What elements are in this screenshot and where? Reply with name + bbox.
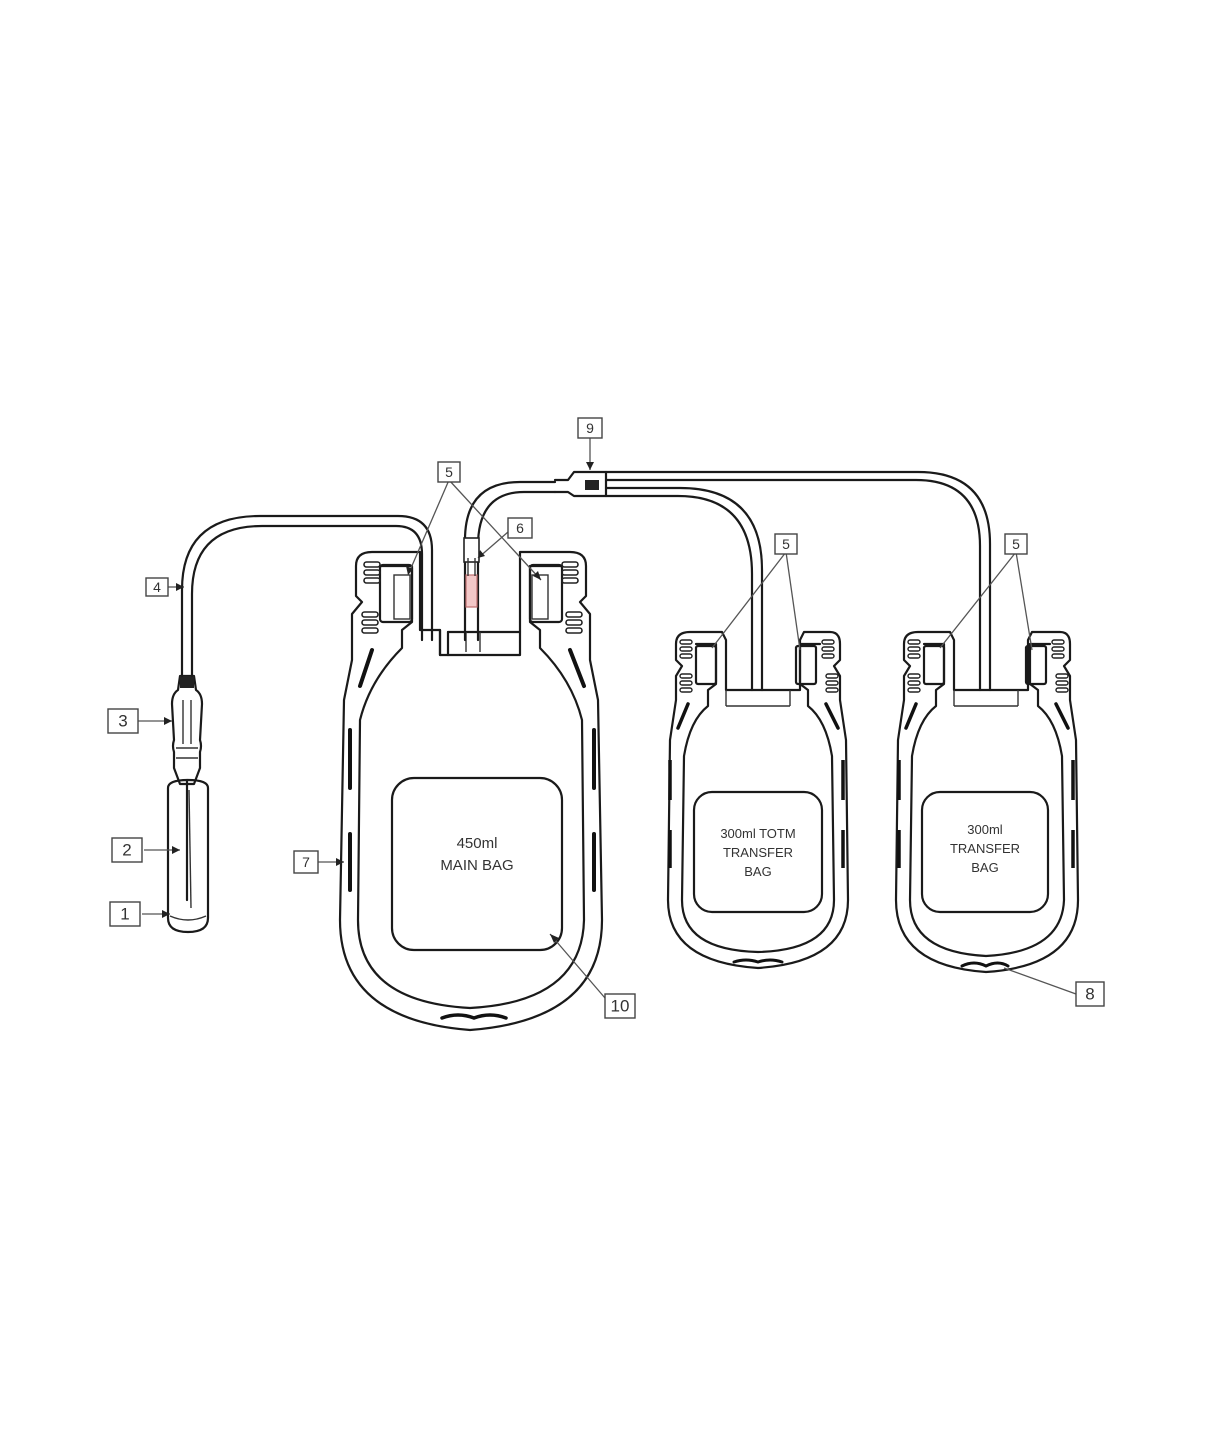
callout-1: 1 xyxy=(109,901,141,927)
callout-4: 4 xyxy=(145,577,169,597)
callout-2: 2 xyxy=(111,837,143,863)
svg-text:TRANSFER: TRANSFER xyxy=(723,845,793,860)
main-bag-label-area xyxy=(390,776,564,952)
svg-text:6: 6 xyxy=(516,520,524,536)
svg-text:7: 7 xyxy=(302,854,310,870)
donor-tube xyxy=(180,514,434,678)
transfer-tube xyxy=(463,480,557,642)
callout-8: 8 xyxy=(1075,981,1105,1007)
svg-text:TRANSFER: TRANSFER xyxy=(950,841,1020,856)
svg-text:8: 8 xyxy=(1085,985,1094,1004)
svg-text:5: 5 xyxy=(445,464,453,480)
main-bag-label-line2: MAIN BAG xyxy=(440,857,513,874)
callout-3: 3 xyxy=(107,708,139,734)
main-bag-label-line1: 450ml xyxy=(457,835,498,852)
svg-text:3: 3 xyxy=(118,712,127,731)
transfer-bag: 300ml TRANSFER BAG xyxy=(894,630,1080,974)
main-bag: 450ml MAIN BAG xyxy=(338,550,604,1032)
svg-text:5: 5 xyxy=(1012,536,1020,552)
callout-10: 10 xyxy=(604,993,636,1019)
transfer-bag-label-area xyxy=(920,790,1050,914)
svg-text:9: 9 xyxy=(586,420,594,436)
callout-7: 7 xyxy=(293,850,319,874)
totm-bag-label-area xyxy=(692,790,824,914)
svg-text:1: 1 xyxy=(120,905,129,924)
svg-text:10: 10 xyxy=(611,997,630,1016)
leader-lines xyxy=(138,438,1077,999)
svg-text:300ml: 300ml xyxy=(967,822,1003,837)
callout-5-transfer: 5 xyxy=(1004,533,1028,555)
needle-assembly xyxy=(166,674,210,934)
callout-6: 6 xyxy=(507,517,533,539)
y-tubes xyxy=(604,470,992,692)
callout-5-totm: 5 xyxy=(774,533,798,555)
needle-hub xyxy=(170,674,204,786)
callout-9: 9 xyxy=(577,417,603,439)
svg-text:2: 2 xyxy=(122,841,131,860)
svg-text:BAG: BAG xyxy=(744,864,771,879)
transfer-bag-totm: 300ml TOTM TRANSFER BAG xyxy=(666,630,850,970)
callout-5-main: 5 xyxy=(437,461,461,483)
svg-text:300ml TOTM: 300ml TOTM xyxy=(720,826,795,841)
svg-text:4: 4 xyxy=(153,579,161,595)
y-connector xyxy=(553,470,608,498)
break-off-connector xyxy=(465,574,478,608)
svg-text:5: 5 xyxy=(782,536,790,552)
svg-text:BAG: BAG xyxy=(971,860,998,875)
